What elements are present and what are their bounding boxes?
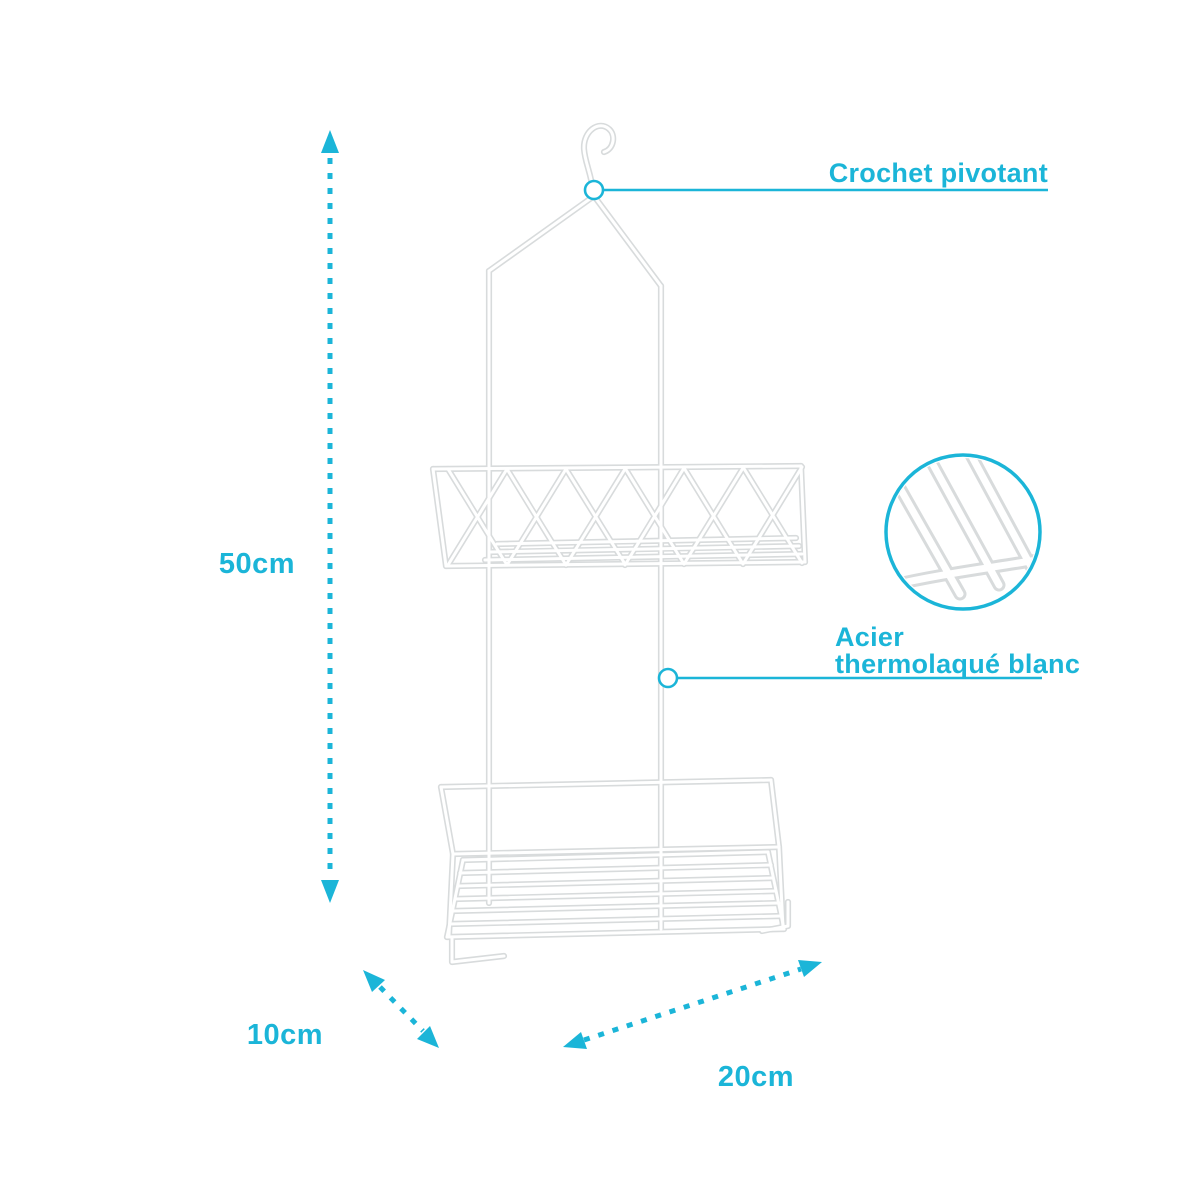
width-arrowhead-right (798, 960, 822, 977)
depth-arrowhead-right (417, 1026, 439, 1048)
depth-arrow-line (378, 985, 425, 1033)
depth-label: 10cm (247, 1019, 323, 1051)
material-callout-label-line1: Acier (835, 622, 904, 652)
depth-dimension: 10cm (247, 970, 439, 1051)
callout-hook: Crochet pivotant (583, 158, 1048, 201)
magnifier-ring (884, 453, 1042, 611)
width-dimension: 20cm (563, 960, 822, 1093)
hook-callout-label: Crochet pivotant (829, 158, 1048, 188)
width-label: 20cm (718, 1061, 794, 1093)
shower-caddy-illustration (433, 126, 805, 962)
height-dimension: 50cm (219, 130, 339, 903)
callout-hook-marker (583, 179, 605, 201)
width-arrow-line (583, 966, 802, 1043)
callout-material: Acier thermolaqué blanc (657, 622, 1080, 689)
width-arrowhead-left (563, 1032, 587, 1049)
height-arrowhead-bottom (321, 880, 339, 903)
height-arrowhead-top (321, 130, 339, 153)
height-label: 50cm (219, 548, 295, 580)
callout-material-marker (657, 667, 679, 689)
depth-arrowhead-left (363, 970, 385, 992)
magnifier-detail (884, 453, 1042, 611)
material-callout-label-line2: thermolaqué blanc (835, 649, 1080, 679)
